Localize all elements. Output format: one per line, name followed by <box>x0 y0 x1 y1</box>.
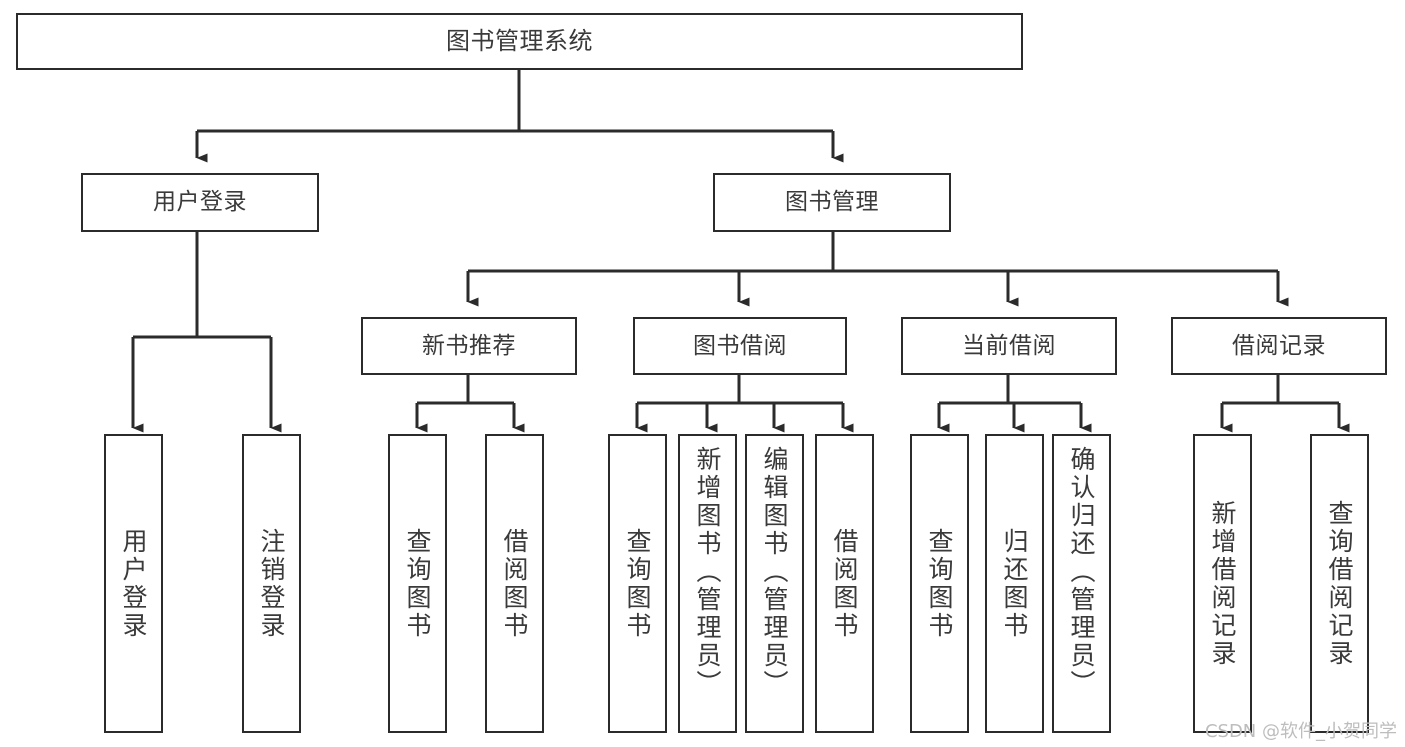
leaf-return-book[interactable]: 归还图书 <box>985 434 1044 733</box>
node-new-book-recommend[interactable]: 新书推荐 <box>361 317 577 375</box>
leaf-add-book-admin[interactable]: 新增图书（管理员） <box>678 434 737 733</box>
node-book-management[interactable]: 图书管理 <box>713 173 951 232</box>
node-label: 用户登录 <box>153 189 247 216</box>
node-label: 新增图书（管理员） <box>693 446 722 698</box>
leaf-borrow-book-1[interactable]: 借阅图书 <box>485 434 544 733</box>
node-label: 图书管理系统 <box>446 26 593 55</box>
leaf-add-borrow-record[interactable]: 新增借阅记录 <box>1193 434 1252 733</box>
node-label: 确认归还（管理员） <box>1067 446 1096 698</box>
node-label: 图书管理 <box>785 189 879 216</box>
node-book-management-system[interactable]: 图书管理系统 <box>16 13 1023 70</box>
leaf-logout-login[interactable]: 注销登录 <box>242 434 301 733</box>
node-book-borrow[interactable]: 图书借阅 <box>633 317 847 375</box>
leaf-query-book-3[interactable]: 查询图书 <box>910 434 969 733</box>
node-label: 查询图书 <box>925 527 954 640</box>
node-label: 编辑图书（管理员） <box>760 446 789 698</box>
node-label: 借阅图书 <box>830 527 859 640</box>
leaf-query-book-2[interactable]: 查询图书 <box>608 434 667 733</box>
leaf-confirm-return-admin[interactable]: 确认归还（管理员） <box>1052 434 1111 733</box>
leaf-user-login[interactable]: 用户登录 <box>104 434 163 733</box>
node-label: 借阅记录 <box>1232 332 1326 359</box>
node-label: 查询图书 <box>623 527 652 640</box>
node-label: 当前借阅 <box>962 332 1056 359</box>
node-borrow-record[interactable]: 借阅记录 <box>1171 317 1387 375</box>
node-label: 用户登录 <box>119 527 148 640</box>
node-current-borrow[interactable]: 当前借阅 <box>901 317 1117 375</box>
node-label: 新增借阅记录 <box>1208 499 1237 668</box>
leaf-borrow-book-2[interactable]: 借阅图书 <box>815 434 874 733</box>
leaf-query-book-1[interactable]: 查询图书 <box>388 434 447 733</box>
node-user-login[interactable]: 用户登录 <box>81 173 319 232</box>
node-label: 归还图书 <box>1000 527 1029 640</box>
node-label: 借阅图书 <box>500 527 529 640</box>
node-label: 新书推荐 <box>422 332 516 359</box>
leaf-edit-book-admin[interactable]: 编辑图书（管理员） <box>745 434 804 733</box>
node-label: 查询图书 <box>403 527 432 640</box>
leaf-query-borrow-record[interactable]: 查询借阅记录 <box>1310 434 1369 733</box>
csdn-watermark: CSDN @软件_小贺同学 <box>1204 721 1397 742</box>
node-label: 查询借阅记录 <box>1325 499 1354 668</box>
node-label: 图书借阅 <box>693 332 787 359</box>
node-label: 注销登录 <box>257 527 286 640</box>
